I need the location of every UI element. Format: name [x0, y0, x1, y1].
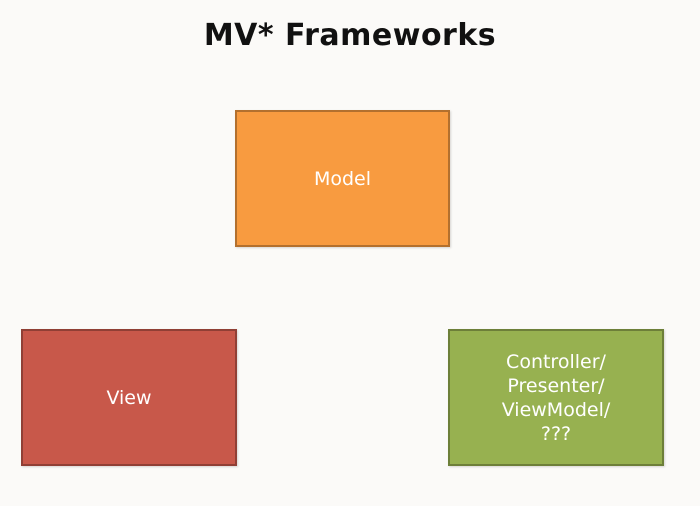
- unknown-label-line: ???: [540, 422, 572, 445]
- view-box: View: [21, 329, 237, 466]
- presenter-label-line: Presenter/: [507, 374, 605, 397]
- controller-label-lines: Controller/ Presenter/ ViewModel/ ???: [502, 350, 611, 446]
- viewmodel-label-line: ViewModel/: [501, 398, 611, 421]
- controller-label-line: Controller/: [506, 350, 606, 373]
- view-label: View: [106, 386, 152, 409]
- model-box: Model: [235, 110, 450, 247]
- controller-presenter-viewmodel-box: Controller/ Presenter/ ViewModel/ ???: [448, 329, 664, 466]
- slide-title: MV* Frameworks: [203, 18, 497, 53]
- model-label: Model: [313, 167, 372, 190]
